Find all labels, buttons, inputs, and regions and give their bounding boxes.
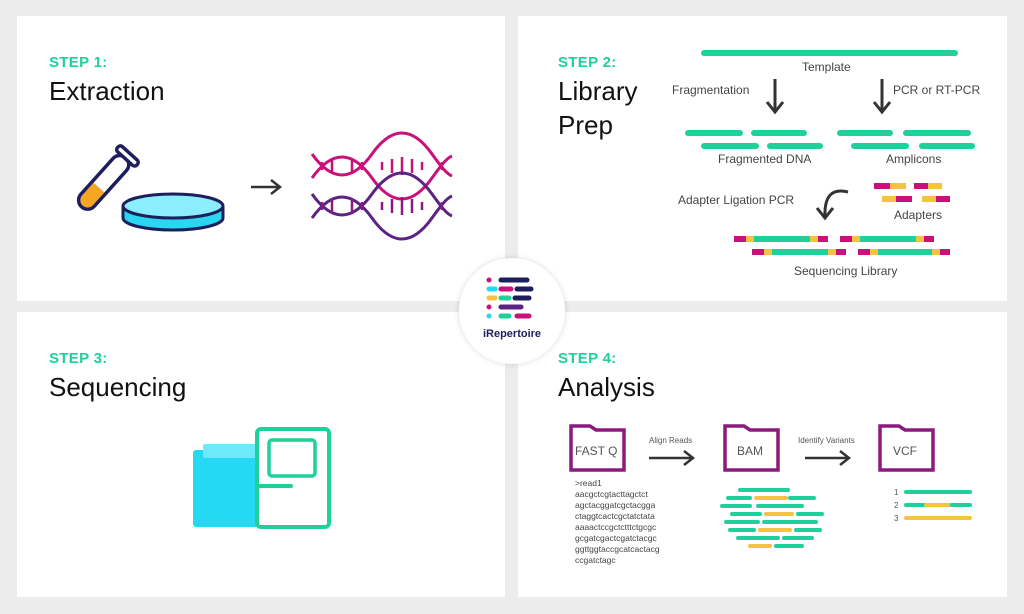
vcf-number-3: 3 (894, 514, 899, 523)
step2-title-line2: Prep (558, 110, 613, 140)
petri-dish-icon (121, 192, 225, 232)
sequencing-library-label: Sequencing Library (794, 264, 898, 278)
align-reads-label: Align Reads (649, 436, 693, 445)
adapters-icon (874, 183, 950, 202)
irepertoire-logo: iRepertoire (459, 258, 565, 364)
fragmented-dna-label: Fragmented DNA (718, 152, 812, 166)
fastq-reads: >read1 aacgctcgtacttagctct agctacggatcgc… (575, 478, 660, 566)
arrow-down-icon (765, 79, 892, 221)
fastq-line: agctacggatcgctacgga (575, 500, 656, 510)
folder-icon (723, 424, 780, 472)
arrow-right-icon (649, 450, 852, 466)
fastq-file-label: FAST Q (575, 444, 618, 458)
vcf-number-2: 2 (894, 501, 899, 510)
step1-panel: STEP 1: Extraction (17, 16, 505, 301)
template-label: Template (802, 60, 851, 74)
step3-label: STEP 3: (49, 350, 108, 367)
step2-title-line1: Library (558, 76, 638, 106)
vcf-number-1: 1 (894, 488, 899, 497)
fastq-line: aacgctcgtacttagctct (575, 489, 648, 499)
step4-title: Analysis (558, 372, 655, 402)
step1-label: STEP 1: (49, 54, 108, 71)
logo-mark-icon (486, 277, 534, 319)
sequencer-icon (193, 427, 331, 529)
step2-panel: STEP 2: Library Prep (518, 16, 1007, 301)
folder-icon (878, 424, 935, 472)
amplicons-label: Amplicons (886, 152, 942, 166)
fastq-line: aaaactccgctctttctgcgc (575, 522, 657, 532)
step4-label: STEP 4: (558, 350, 617, 367)
sequencing-library-strands (734, 236, 950, 255)
variant-lines (904, 490, 972, 520)
step4-panel: STEP 4: Analysis FAST Q BA (518, 312, 1007, 597)
step3-panel: STEP 3: Sequencing (17, 312, 505, 597)
adapters-label: Adapters (894, 208, 943, 222)
bam-file-label: BAM (737, 444, 764, 458)
logo-text: iRepertoire (482, 328, 542, 340)
test-tube-icon (76, 144, 140, 211)
extraction-illustration (76, 131, 453, 241)
folder-icon (569, 424, 626, 472)
step2-label: STEP 2: (558, 54, 617, 71)
arrow-right-icon (251, 179, 283, 195)
vcf-file-label: VCF (893, 444, 917, 458)
adapter-ligation-label: Adapter Ligation PCR (678, 193, 795, 207)
library-prep-diagram (685, 50, 975, 255)
fragmentation-label: Fragmentation (672, 83, 750, 97)
step3-title: Sequencing (49, 372, 187, 402)
analysis-diagram (569, 424, 972, 548)
step1-title: Extraction (49, 76, 165, 106)
fastq-line: >read1 (575, 478, 602, 488)
fastq-line: ctaggtcactcgctatctata (575, 511, 655, 521)
dna-helix-icon (310, 131, 453, 241)
fastq-line: gcgatcgactcgatctacgc (575, 533, 657, 543)
pcr-label: PCR or RT-PCR (893, 83, 981, 97)
fastq-line: ccgatctagc (575, 555, 616, 565)
alignment-cloud (720, 488, 824, 548)
fastq-line: ggttggtaccgcatcactacg (575, 544, 660, 554)
identify-variants-label: Identify Variants (798, 436, 855, 445)
